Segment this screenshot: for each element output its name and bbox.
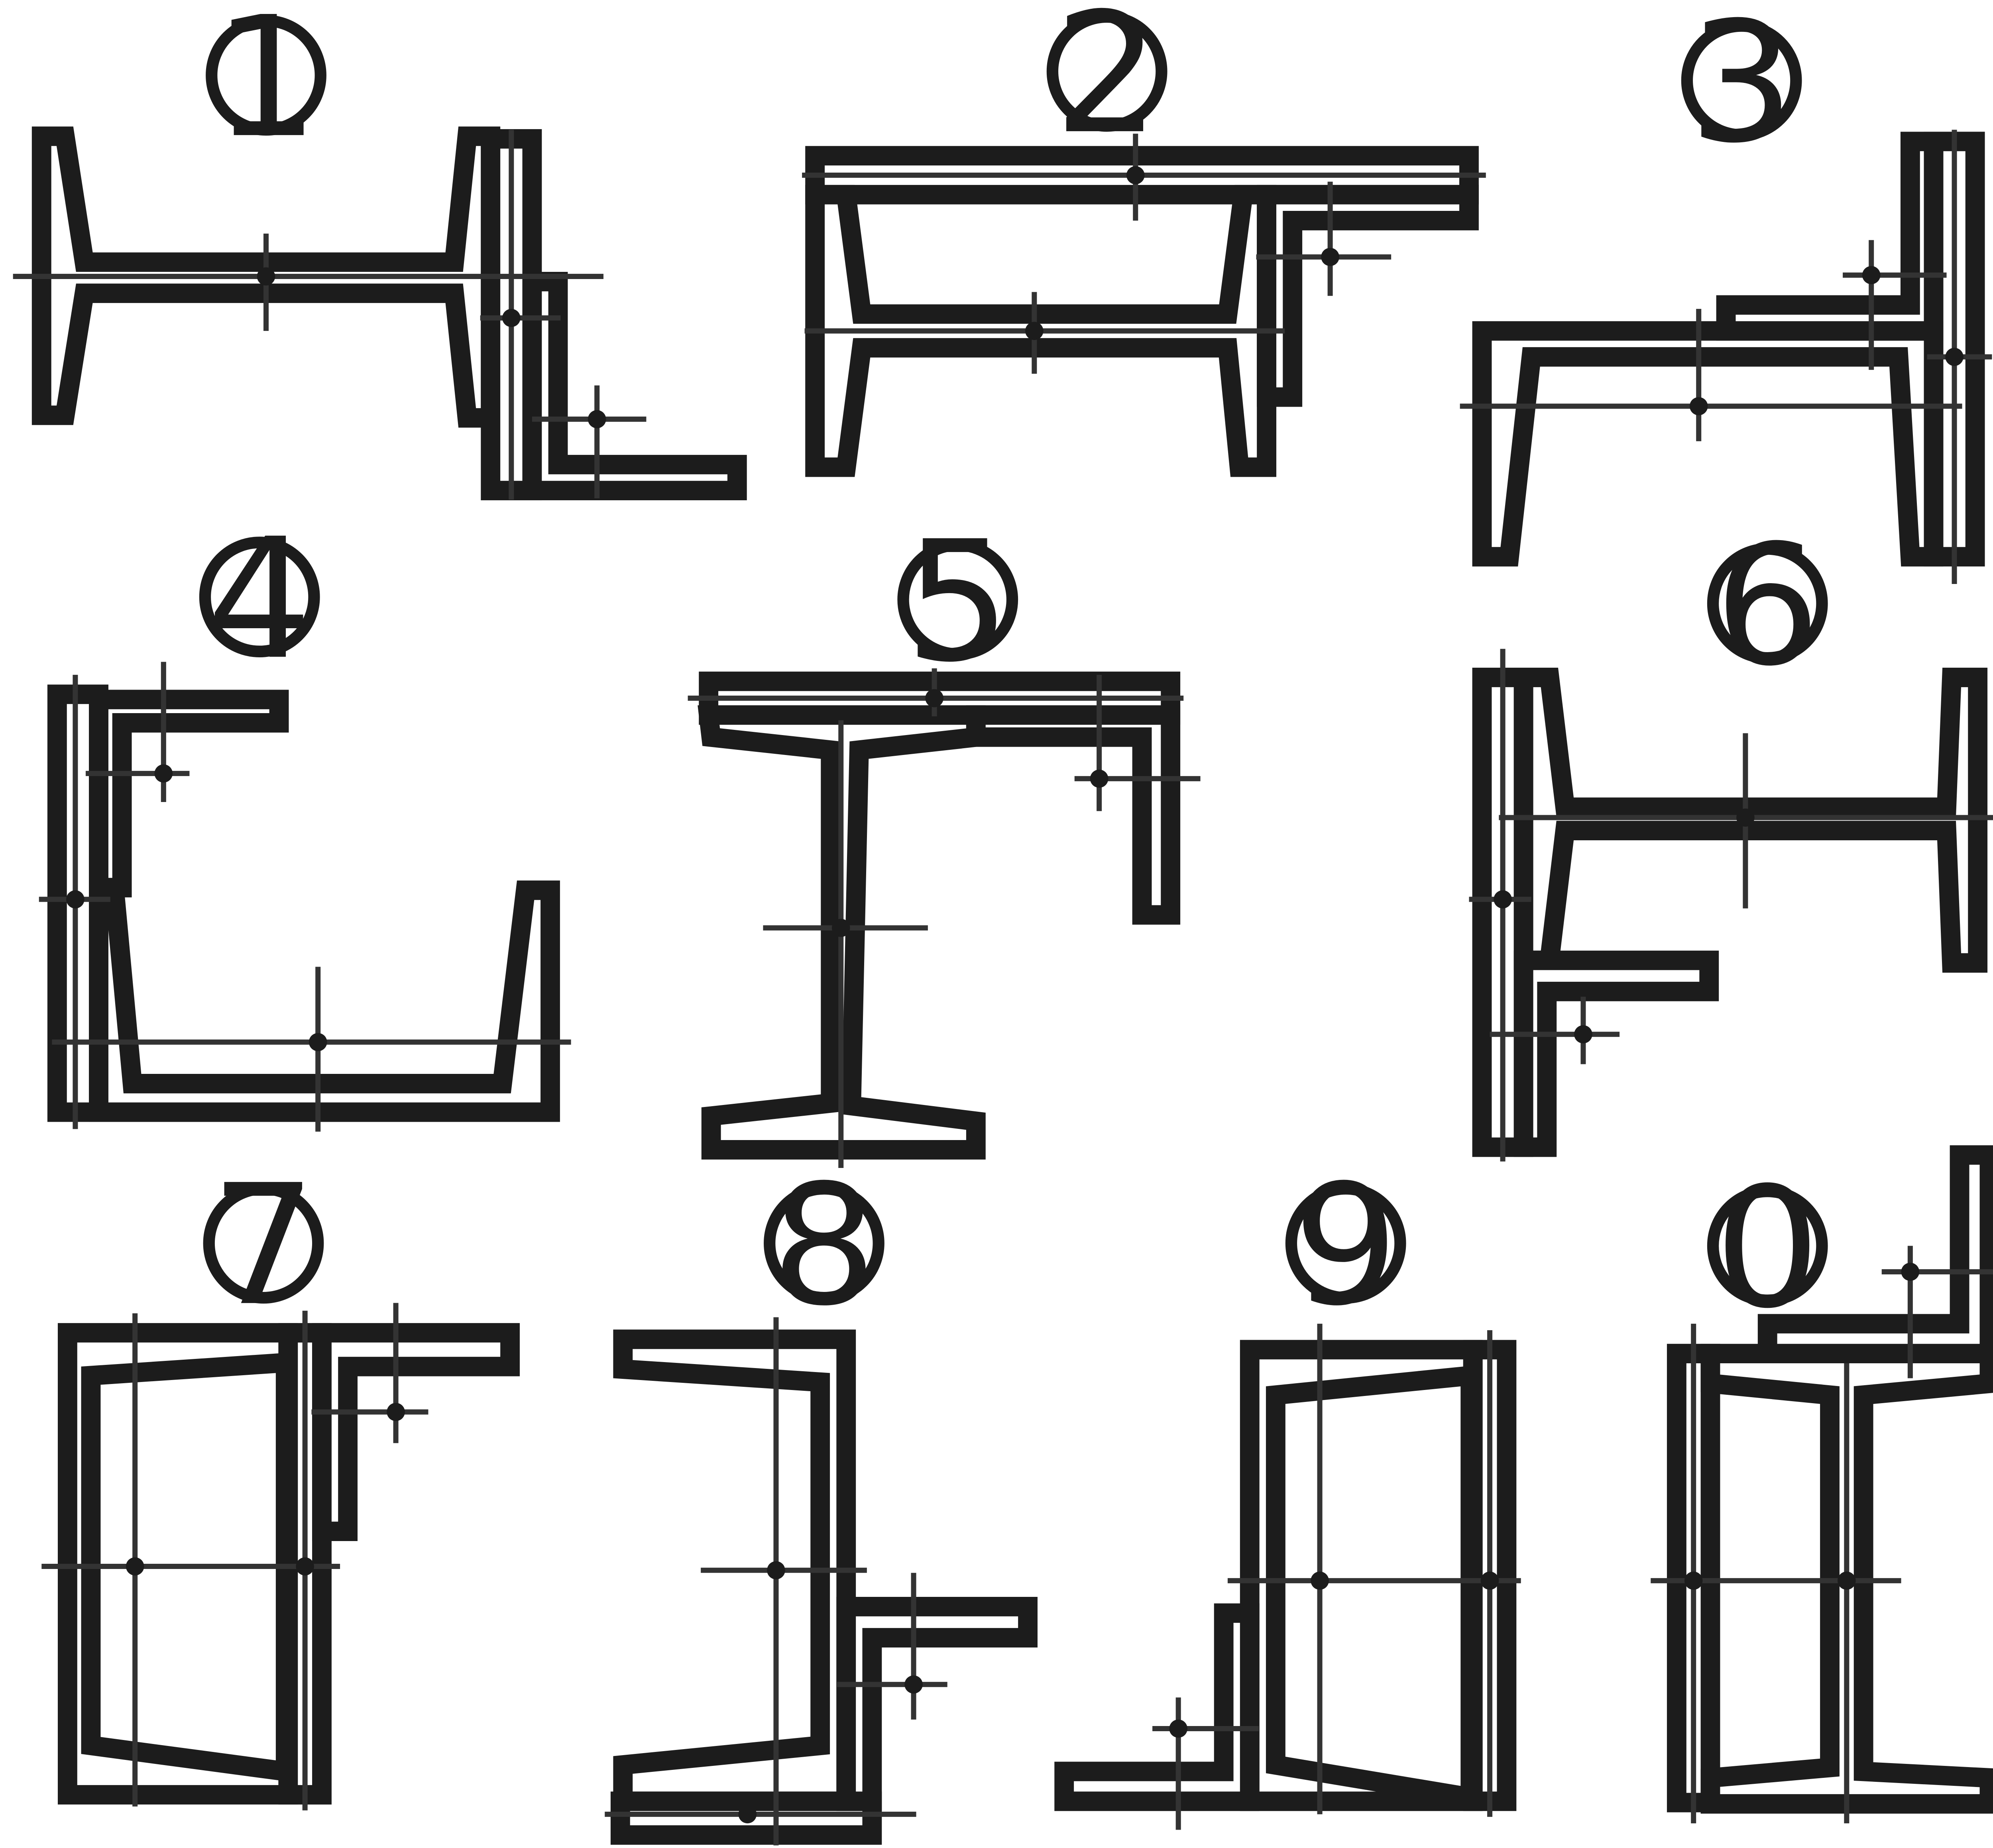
centroid-point <box>904 1675 923 1694</box>
variant-5-section: 5 <box>688 505 1201 1168</box>
variant-label: 3 <box>1689 0 1794 180</box>
centroid-point <box>1684 1571 1703 1590</box>
centroid-point <box>767 1561 785 1580</box>
equal-angle <box>89 690 289 898</box>
variant-9-section: 9 <box>1054 1149 1521 1830</box>
centroid-point <box>588 410 606 429</box>
channel <box>1240 1340 1483 1811</box>
variant-label-circle <box>199 537 320 657</box>
variant-label-circle <box>764 1183 884 1304</box>
equal-angle <box>1257 185 1479 407</box>
centroid-point <box>296 1557 314 1576</box>
variant-1-section: 1 <box>13 0 747 501</box>
centroid-point <box>1945 348 1964 366</box>
centroid-point <box>309 1033 327 1052</box>
variant-label-circle <box>1707 1185 1828 1306</box>
centroid-point <box>831 918 850 937</box>
variant-2-section: 2 <box>802 0 1486 477</box>
equal-angle <box>1757 1145 1993 1364</box>
centroid-point <box>1574 1025 1592 1044</box>
variant-6-section: 6 <box>1469 509 1993 1162</box>
variant-label: 2 <box>1054 0 1160 171</box>
variant-label: 8 <box>771 1149 877 1343</box>
variant-label-circle <box>1707 543 1828 664</box>
centroid-point <box>126 1557 144 1576</box>
variant-label: 6 <box>1715 509 1820 703</box>
centroid-point <box>1838 1571 1856 1590</box>
variant-label: 7 <box>210 1149 316 1343</box>
centroid-point <box>1901 1262 1920 1281</box>
variant-label-circle <box>203 1183 324 1304</box>
variant-label: 0 <box>1715 1152 1820 1345</box>
channel <box>613 1329 856 1811</box>
variant-label: 4 <box>207 503 313 696</box>
variant-label-circle <box>1681 20 1802 141</box>
variant-label-circle <box>206 15 326 136</box>
centroid-point <box>66 890 85 908</box>
channel <box>89 878 560 1122</box>
equal-angle <box>522 272 747 501</box>
equal-angle <box>836 1597 1038 1811</box>
channel <box>1472 321 1944 567</box>
variant-label-circle <box>897 539 1018 660</box>
centroid-point <box>1321 248 1339 266</box>
variant-8-section: 8 <box>605 1149 1038 1846</box>
variant-7-section: 7 <box>41 1149 520 1811</box>
variant-label-circle <box>1046 11 1167 132</box>
centroid-point <box>1126 166 1145 185</box>
centroid-point <box>1494 890 1512 908</box>
centroid-point <box>1689 397 1708 415</box>
centroid-point <box>925 689 943 708</box>
centroid-point <box>387 1403 405 1421</box>
variant-label-circle <box>1285 1183 1406 1304</box>
centroid-point <box>1736 808 1755 827</box>
centroid-point <box>1311 1571 1329 1590</box>
centroid-point <box>1169 1719 1187 1738</box>
equal-angle <box>1716 132 1944 341</box>
variant-4-section: 4 <box>39 503 571 1132</box>
variant-label: 5 <box>905 505 1010 699</box>
variant-label: 9 <box>1293 1149 1399 1343</box>
variant-3-section: 3 <box>1460 0 1992 584</box>
centroid-point <box>1862 266 1881 284</box>
equal-angle <box>1513 950 1719 1157</box>
centroid-point <box>1025 322 1044 340</box>
equal-angle <box>966 705 1181 925</box>
centroid-point <box>502 309 521 327</box>
variant-label: 1 <box>213 0 319 175</box>
variant-0-section: 0 <box>1651 1145 1993 1824</box>
centroid-point <box>1090 769 1109 788</box>
equal-angle <box>312 1323 520 1541</box>
centroid-point <box>1480 1571 1499 1590</box>
centroid-point <box>154 764 173 783</box>
equal-angle <box>1054 1603 1260 1811</box>
centroid-point <box>257 267 275 286</box>
centroid-point <box>738 1805 757 1824</box>
